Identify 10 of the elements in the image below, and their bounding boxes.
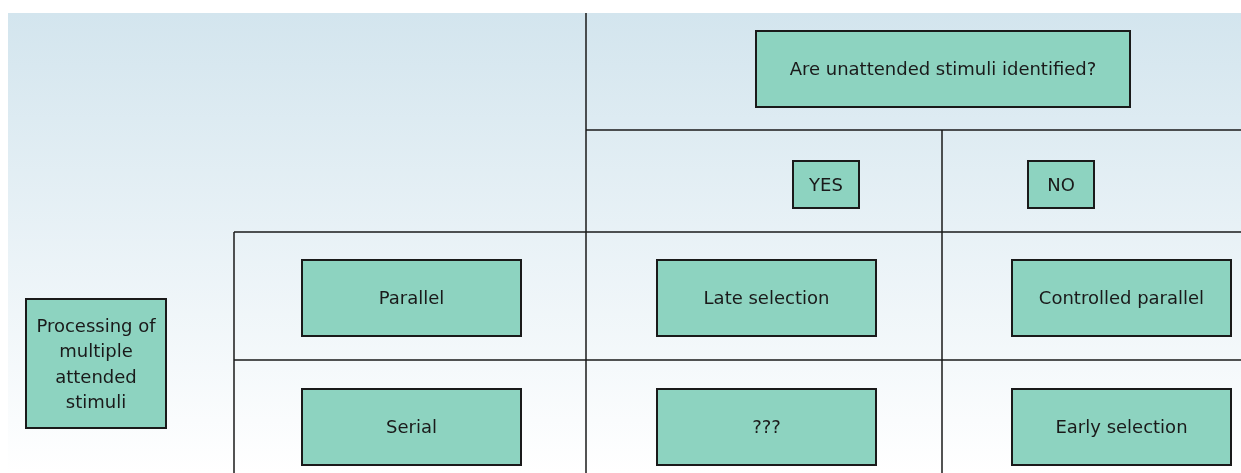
theory-box: ???	[656, 388, 877, 466]
theory-box: Early selection	[1011, 388, 1232, 466]
theory-box: Late selection	[656, 259, 877, 337]
theory-box: Controlled parallel	[1011, 259, 1232, 337]
question-box: Are unattended stimuli identified?	[755, 30, 1131, 108]
answer-box: NO	[1027, 160, 1095, 209]
row-label-box: Serial	[301, 388, 522, 466]
row-label-box: Parallel	[301, 259, 522, 337]
row-heading-box: Processing of multiple attended stimuli	[25, 298, 167, 429]
answer-box: YES	[792, 160, 860, 209]
